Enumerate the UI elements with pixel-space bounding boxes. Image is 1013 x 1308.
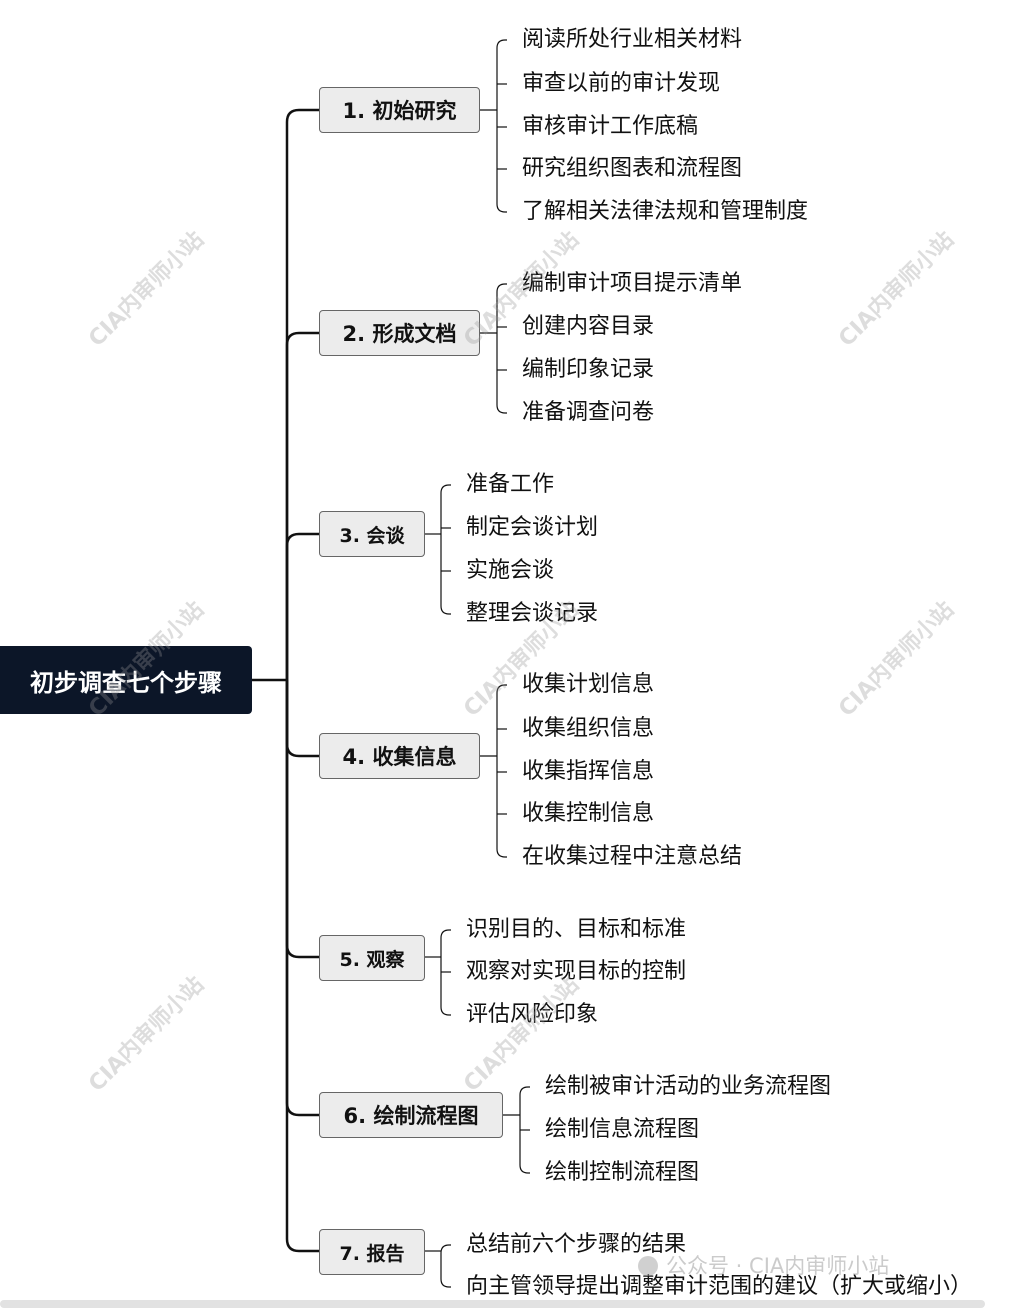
leaf-item[interactable]: 创建内容目录: [522, 314, 655, 339]
trunk-connector: [285, 108, 319, 680]
footer-watermark: 公众号 · CIA内审师小站: [638, 1250, 889, 1280]
bracket-line: [440, 1244, 451, 1288]
leaf-item[interactable]: 绘制信息流程图: [545, 1117, 700, 1142]
leaf-item[interactable]: 绘制控制流程图: [545, 1160, 700, 1185]
leaf-item[interactable]: 制定会谈计划: [466, 515, 599, 540]
branch-node[interactable]: 3. 会谈: [319, 511, 425, 557]
leaf-item[interactable]: 实施会谈: [466, 558, 555, 583]
bracket-line: [496, 39, 507, 213]
leaf-item[interactable]: 编制审计项目提示清单: [522, 271, 743, 296]
leaf-item[interactable]: 整理会谈记录: [466, 601, 599, 626]
leaf-item[interactable]: 了解相关法律法规和管理制度: [522, 199, 809, 224]
leaf-item[interactable]: 研究组织图表和流程图: [522, 156, 743, 181]
leaf-item[interactable]: 收集组织信息: [522, 716, 655, 741]
branch-node[interactable]: 4. 收集信息: [319, 733, 480, 779]
leaf-item[interactable]: 总结前六个步骤的结果: [466, 1232, 687, 1257]
bracket-line: [496, 684, 507, 858]
leaf-item[interactable]: 向主管领导提出调整审计范围的建议（扩大或缩小）: [466, 1274, 973, 1299]
bracket-line: [496, 283, 507, 414]
horizontal-scrollbar[interactable]: [0, 1300, 985, 1308]
leaf-item[interactable]: 评估风险印象: [466, 1002, 599, 1027]
leaf-item[interactable]: 准备调查问卷: [522, 400, 655, 425]
leaf-item[interactable]: 审核审计工作底稿: [522, 114, 699, 139]
footer-watermark-text: 公众号 · CIA内审师小站: [666, 1254, 890, 1278]
leaf-item[interactable]: 审查以前的审计发现: [522, 71, 721, 96]
trunk-connector: [285, 680, 319, 959]
leaf-item[interactable]: 识别目的、目标和标准: [466, 917, 687, 942]
trunk-connector: [285, 680, 319, 758]
trunk-connector: [285, 680, 319, 1253]
leaf-item[interactable]: 收集计划信息: [522, 672, 655, 697]
leaf-item[interactable]: 编制印象记录: [522, 357, 655, 382]
trunk-connector: [285, 680, 319, 1117]
leaf-item[interactable]: 观察对实现目标的控制: [466, 959, 687, 984]
branch-node[interactable]: 5. 观察: [319, 935, 425, 981]
leaf-item[interactable]: 在收集过程中注意总结: [522, 844, 743, 869]
trunk-connector: [285, 532, 319, 680]
leaf-item[interactable]: 准备工作: [466, 472, 555, 497]
branch-node[interactable]: 6. 绘制流程图: [319, 1092, 503, 1138]
trunk-connector: [285, 331, 319, 680]
root-node[interactable]: 初步调查七个步骤: [0, 646, 252, 714]
leaf-item[interactable]: 收集指挥信息: [522, 759, 655, 784]
branch-node[interactable]: 7. 报告: [319, 1229, 425, 1275]
leaf-item[interactable]: 阅读所处行业相关材料: [522, 27, 743, 52]
branch-node[interactable]: 2. 形成文档: [319, 310, 480, 356]
root-label: 初步调查七个步骤: [30, 668, 222, 697]
wechat-icon: [638, 1256, 658, 1276]
leaf-item[interactable]: 绘制被审计活动的业务流程图: [545, 1074, 832, 1099]
branch-node[interactable]: 1. 初始研究: [319, 87, 480, 133]
leaf-item[interactable]: 收集控制信息: [522, 801, 655, 826]
bracket-line: [440, 484, 451, 615]
